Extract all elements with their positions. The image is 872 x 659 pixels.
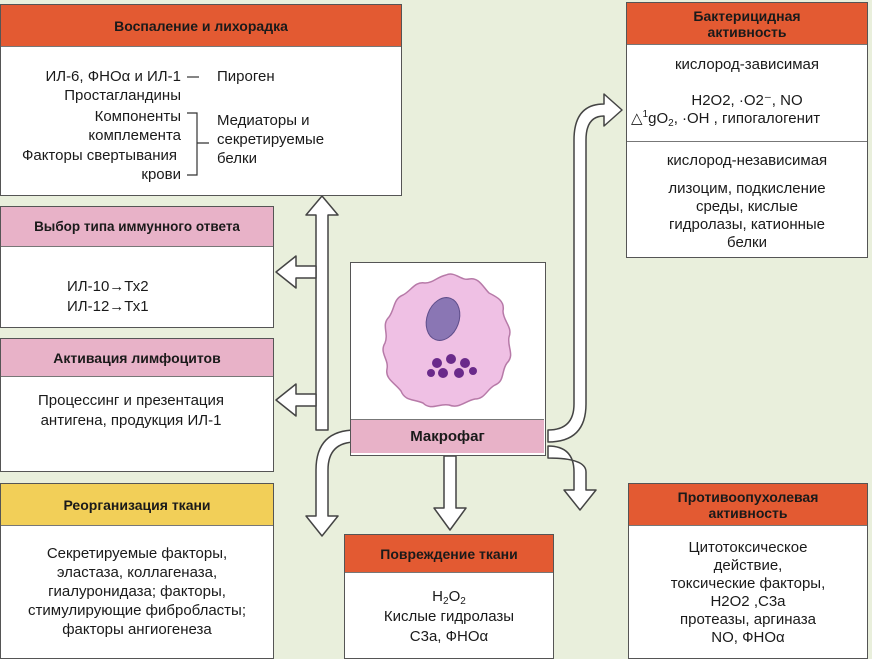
tissue-reorg-line-3: гиалуронидаза; факторы,: [48, 583, 226, 600]
tissue-reorg-line-1: Секретируемые факторы,: [46, 545, 228, 562]
mediators-line-1: Медиаторы и: [217, 112, 310, 129]
antitumor-title: Противоопухолевая активность: [629, 484, 867, 526]
bactericidal-title-1: Бактерицидная: [693, 7, 801, 24]
inflammation-title: Воспаление и лихорадка: [1, 5, 401, 47]
antitumor-title-2: активность: [708, 504, 788, 521]
antitumor-line-4: H2O2 ,C3a: [710, 593, 786, 610]
pyrogen-label: Пироген: [217, 68, 275, 85]
lymphocyte-line-1: Процессинг и презентация: [37, 392, 225, 409]
bactericidal-title-2: активность: [707, 23, 787, 40]
antitumor-box: Противоопухолевая активность Цитотоксиче…: [628, 483, 868, 659]
o2-dependent-line-2: △1gO2, ·OH , гипогалогенит: [631, 109, 821, 129]
arrow-to-inflammation: [305, 195, 339, 431]
o2-independent-line-1: лизоцим, подкисление: [668, 180, 826, 197]
bactericidal-box: Бактерицидная активность кислород-зависи…: [626, 2, 868, 258]
lymphocyte-line-2: антигена, продукция ИЛ-1: [40, 412, 222, 429]
inflammation-line-5: Факторы свертывания: [21, 147, 177, 164]
mediators-line-2: секретируемые: [217, 131, 325, 148]
antitumor-line-1: Цитотоксическое: [688, 539, 808, 556]
o2-dependent-line-1: H2O2, ·O2⁻, NO: [691, 92, 803, 109]
antitumor-line-3: токсические факторы,: [670, 575, 826, 592]
cell-body: [382, 273, 512, 408]
o2-dependent-label: кислород-зависимая: [674, 56, 820, 73]
arrow-to-bactericidal: [547, 93, 623, 443]
inflammation-line-1: ИЛ-6, ФНОα и ИЛ-1: [45, 68, 181, 85]
o2-independent-label: кислород-независимая: [666, 152, 828, 169]
lymphocyte-title: Активация лимфоцитов: [1, 339, 273, 377]
bactericidal-divider: [627, 141, 867, 142]
tissue-damage-title: Повреждение ткани: [345, 535, 553, 573]
arrow-to-immune-choice: [275, 255, 317, 289]
macrophage-cell-illustration: [382, 273, 512, 408]
o2-independent-line-4: белки: [727, 234, 767, 251]
tissue-reorg-box: Реорганизация ткани Секретируемые фактор…: [0, 483, 274, 659]
mediators-line-3: белки: [217, 150, 257, 167]
bracket-lines: [187, 76, 209, 176]
tissue-reorg-title: Реорганизация ткани: [1, 484, 273, 526]
immune-choice-title: Выбор типа иммунного ответа: [1, 207, 273, 247]
tissue-damage-line-2: Кислые гидролазы: [383, 608, 515, 625]
inflammation-line-2: Простагландины: [64, 87, 181, 104]
arrow-to-tissue-damage: [433, 455, 467, 531]
o2-independent-line-3: гидролазы, катионные: [668, 216, 826, 233]
inflammation-line-3: Компоненты: [94, 108, 181, 125]
inflammation-box: Воспаление и лихорадка ИЛ-6, ФНОα и ИЛ-1…: [0, 4, 402, 196]
inflammation-line-6: крови: [141, 166, 181, 183]
o2-independent-line-2: среды, кислые: [695, 198, 799, 215]
antitumor-line-5: протеазы, аргиназа: [680, 611, 816, 628]
macrophage-box: Макрофаг: [350, 262, 546, 456]
tissue-reorg-line-5: факторы ангиогенеза: [62, 621, 212, 638]
immune-choice-line-1: ИЛ-10→Тх2: [67, 278, 149, 295]
lymphocyte-box: Активация лимфоцитов Процессинг и презен…: [0, 338, 274, 472]
tissue-reorg-line-2: эластаза, коллагеназа,: [56, 564, 218, 581]
tissue-damage-h2o2: H2O2: [432, 588, 466, 607]
immune-choice-line-2: ИЛ-12→Тх1: [67, 298, 149, 315]
antitumor-line-2: действие,: [713, 557, 783, 574]
tissue-damage-line-3: C3a, ФНОα: [409, 628, 489, 645]
macrophage-label: Макрофаг: [351, 419, 544, 453]
arrow-to-antitumor: [547, 445, 597, 511]
arrow-to-tissue-reorg: [305, 429, 357, 537]
tissue-reorg-line-4: стимулирующие фибробласты;: [27, 602, 246, 619]
inflammation-line-4: комплемента: [88, 127, 181, 144]
bactericidal-title: Бактерицидная активность: [627, 3, 867, 45]
tissue-damage-box: Повреждение ткани H2O2 Кислые гидролазы …: [344, 534, 554, 659]
antitumor-title-1: Противоопухолевая: [677, 488, 819, 505]
nucleus: [425, 297, 461, 341]
granules: [427, 354, 477, 378]
immune-choice-box: Выбор типа иммунного ответа ИЛ-10→Тх2 ИЛ…: [0, 206, 274, 328]
arrow-to-lymphocyte: [275, 383, 317, 417]
antitumor-line-6: NO, ФНОα: [711, 629, 785, 646]
